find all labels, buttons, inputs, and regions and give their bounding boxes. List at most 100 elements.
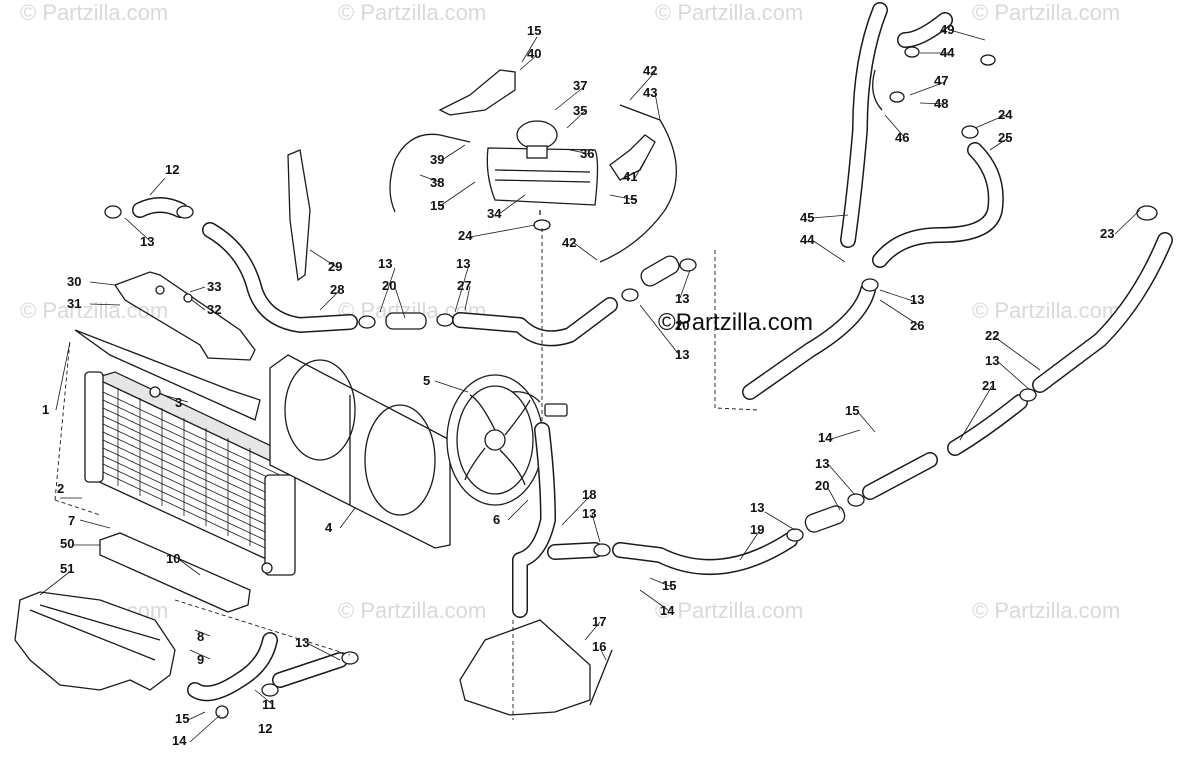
callout-34: 34	[487, 206, 502, 221]
callout-22: 22	[985, 328, 999, 343]
callout-32: 32	[207, 302, 221, 317]
watermark: © Partzilla.com	[338, 0, 486, 25]
bottom-guard	[459, 619, 591, 716]
callout-40: 40	[527, 46, 541, 61]
callout-42b: 42	[562, 235, 576, 250]
callout-14: 14	[818, 430, 833, 445]
callout-37: 37	[573, 78, 587, 93]
callout-15f: 15	[175, 711, 189, 726]
radiator-lower-hose	[187, 632, 359, 719]
callout-13g: 13	[985, 353, 999, 368]
callout-15d: 15	[845, 403, 859, 418]
callout-46: 46	[895, 130, 909, 145]
watermark: © Partzilla.com	[655, 0, 803, 25]
tank-bracket-upper	[438, 69, 516, 116]
watermark: © Partzilla.com	[338, 598, 486, 623]
tank-bracket-side	[609, 134, 656, 181]
watermark: © Partzilla.com	[20, 0, 168, 25]
callout-6: 6	[493, 512, 500, 527]
watermark: © Partzilla.com	[972, 298, 1120, 323]
callout-24: 24	[458, 228, 473, 243]
callout-50: 50	[60, 536, 74, 551]
callout-13e: 13	[675, 347, 689, 362]
shroud-bracket	[74, 271, 261, 421]
leader-lines	[39, 29, 1141, 743]
callout-13: 13	[140, 234, 154, 249]
callout-9: 9	[197, 652, 204, 667]
callout-14c: 14	[172, 733, 187, 748]
callout-25: 25	[998, 130, 1012, 145]
alignment-lines	[54, 250, 761, 720]
callout-31: 31	[67, 296, 81, 311]
callout-26: 26	[910, 318, 924, 333]
callout-49: 49	[940, 22, 954, 37]
callout-23: 23	[1100, 226, 1114, 241]
callout-15: 15	[527, 23, 541, 38]
breather-hose	[389, 133, 471, 213]
callout-30: 30	[67, 274, 81, 289]
watermark-layer: © Partzilla.com © Partzilla.com © Partzi…	[20, 0, 1120, 623]
callout-41: 41	[623, 169, 637, 184]
callout-15c: 15	[623, 192, 637, 207]
callout-17: 17	[592, 614, 606, 629]
callout-4: 4	[325, 520, 333, 535]
deflector	[287, 149, 311, 282]
callout-44b: 44	[800, 232, 815, 247]
upper-hose	[104, 197, 697, 347]
callout-8: 8	[197, 629, 204, 644]
callout-12b: 12	[258, 721, 272, 736]
callout-13k: 13	[295, 635, 309, 650]
mounting-plates	[14, 532, 251, 691]
cooling-fan	[446, 374, 568, 506]
callout-14b: 14	[660, 603, 675, 618]
watermark: © Partzilla.com	[972, 598, 1120, 623]
callout-10: 10	[166, 551, 180, 566]
rod	[589, 649, 613, 706]
callout-5: 5	[423, 373, 430, 388]
coolant-tank	[486, 120, 599, 430]
callout-19: 19	[750, 522, 764, 537]
callout-13j: 13	[582, 506, 596, 521]
watermark: © Partzilla.com	[972, 0, 1120, 25]
brand-watermark: ©Partzilla.com	[658, 309, 813, 336]
callout-1: 1	[42, 402, 49, 417]
callout-18: 18	[582, 487, 596, 502]
callout-13b: 13	[378, 256, 392, 271]
callout-42: 42	[643, 63, 657, 78]
fan-shroud	[269, 354, 451, 549]
callout-labels: 1 2 3 4 5 6 7 8 9 10 11 12 12 13 13 13 1…	[42, 22, 1114, 748]
callout-51: 51	[60, 561, 74, 576]
callout-39: 39	[430, 152, 444, 167]
callout-11: 11	[262, 697, 276, 712]
callout-38: 38	[430, 175, 444, 190]
callout-15b: 15	[430, 198, 444, 213]
callout-20c: 20	[815, 478, 829, 493]
lower-hoses	[512, 205, 1173, 618]
callout-33: 33	[207, 279, 221, 294]
callout-47: 47	[934, 73, 948, 88]
callout-13h: 13	[815, 456, 829, 471]
callout-27: 27	[457, 278, 471, 293]
callout-13d: 13	[675, 291, 689, 306]
callout-28: 28	[330, 282, 344, 297]
callout-13c: 13	[456, 256, 470, 271]
watermark: © Partzilla.com	[655, 598, 803, 623]
callout-3: 3	[175, 395, 182, 410]
callout-35: 35	[573, 103, 587, 118]
right-pipes	[742, 2, 1004, 400]
callout-12: 12	[165, 162, 179, 177]
overflow-hose	[599, 104, 678, 263]
watermark: © Partzilla.com	[20, 298, 168, 323]
callout-43: 43	[643, 85, 657, 100]
callout-45: 45	[800, 210, 814, 225]
callout-13i: 13	[750, 500, 764, 515]
callout-24b: 24	[998, 107, 1013, 122]
callout-16: 16	[592, 639, 606, 654]
callout-7: 7	[68, 513, 75, 528]
callout-44: 44	[940, 45, 955, 60]
callout-13f: 13	[910, 292, 924, 307]
callout-2: 2	[57, 481, 64, 496]
callout-21: 21	[982, 378, 996, 393]
callout-20b: 20	[675, 318, 689, 333]
